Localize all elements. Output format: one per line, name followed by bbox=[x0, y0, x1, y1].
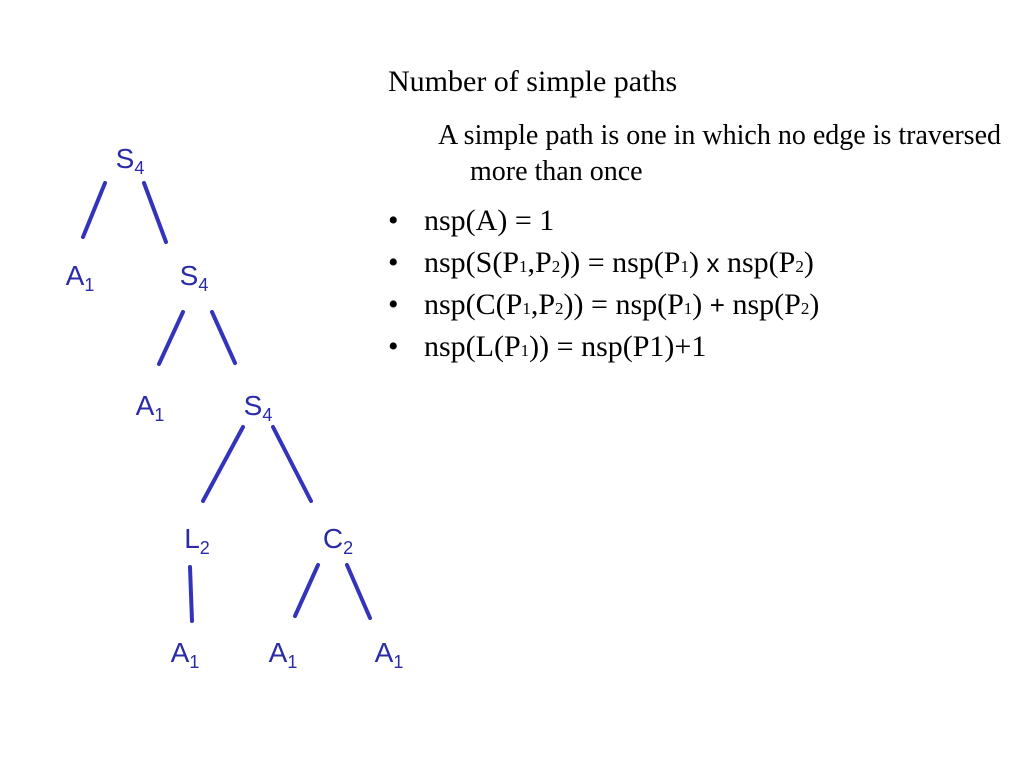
tree-node-n8: A1 bbox=[171, 637, 200, 672]
simple-path-definition: A simple path is one in which no edge is… bbox=[438, 120, 1001, 187]
formula-text: ,P bbox=[527, 246, 552, 279]
tree-edge-n5-n7 bbox=[271, 425, 313, 503]
tree-edge-n7-n10 bbox=[345, 563, 372, 620]
tree-edge-n5-n6 bbox=[201, 425, 245, 503]
node-subscript: 4 bbox=[198, 275, 208, 295]
formula-text: nsp(A) = 1 bbox=[424, 204, 555, 237]
node-subscript: 4 bbox=[262, 405, 272, 425]
formula-item: • nsp(L(P1)) = nsp(P1)+1 bbox=[388, 326, 1008, 368]
bullet-dot: • bbox=[388, 246, 399, 279]
subscript: 1 bbox=[522, 299, 531, 318]
node-subscript: 1 bbox=[84, 275, 94, 295]
tree-edge-n1-n2 bbox=[81, 181, 107, 239]
node-subscript: 2 bbox=[343, 538, 353, 558]
subscript: 1 bbox=[680, 257, 689, 276]
formula-item: • nsp(A) = 1 bbox=[388, 200, 1008, 242]
tree-edge-n1-n3 bbox=[142, 181, 168, 244]
tree-edge-n3-n4 bbox=[157, 310, 185, 366]
formula-text: ) bbox=[688, 246, 707, 279]
node-letter: A bbox=[269, 637, 288, 668]
plus-operator: + bbox=[709, 290, 725, 320]
tree-node-n2: A1 bbox=[66, 260, 95, 295]
tree-node-n3: S4 bbox=[180, 260, 209, 295]
node-letter: S bbox=[180, 260, 199, 291]
tree-edge-n6-n8 bbox=[188, 565, 194, 623]
node-letter: C bbox=[323, 523, 343, 554]
formula-text: ) bbox=[692, 288, 710, 321]
subscript: 2 bbox=[551, 257, 561, 276]
formula-text: nsp(P bbox=[724, 288, 801, 321]
tree-edge-n7-n9 bbox=[293, 563, 320, 618]
subscript: 1 bbox=[520, 341, 530, 360]
tree-node-n10: A1 bbox=[375, 637, 404, 672]
formula-text: )) = nsp(P bbox=[560, 246, 681, 279]
bullet-dot: • bbox=[388, 330, 399, 363]
slide-heading: Number of simple paths bbox=[388, 65, 678, 98]
node-letter: L bbox=[184, 523, 200, 554]
formula-item: • nsp(S(P1,P2)) = nsp(P1) x nsp(P2) bbox=[388, 242, 1008, 284]
formula-list: • nsp(A) = 1 • nsp(S(P1,P2)) = nsp(P1) x… bbox=[388, 200, 1008, 368]
node-letter: A bbox=[66, 260, 85, 291]
bullet-dot: • bbox=[388, 288, 399, 321]
formula-text: nsp(P bbox=[719, 246, 796, 279]
subscript: 2 bbox=[800, 299, 810, 318]
formula-text: )) = nsp(P1)+1 bbox=[529, 330, 707, 363]
formula-text: nsp(C(P bbox=[424, 288, 523, 321]
subscript: 2 bbox=[795, 257, 804, 276]
tree-edge-n3-n5 bbox=[210, 310, 237, 365]
formula-text: ) bbox=[809, 288, 820, 321]
subscript: 2 bbox=[555, 299, 564, 318]
node-letter: A bbox=[136, 390, 155, 421]
node-letter: A bbox=[375, 637, 394, 668]
formula-text: ) bbox=[803, 246, 814, 279]
formula-item: • nsp(C(P1,P2)) = nsp(P1) + nsp(P2) bbox=[388, 284, 1008, 326]
formula-text: ,P bbox=[530, 288, 556, 321]
text-panel: Number of simple paths A simple path is … bbox=[388, 62, 1008, 368]
node-subscript: 4 bbox=[134, 158, 144, 178]
node-letter: S bbox=[116, 143, 135, 174]
formula-text: nsp(L(P bbox=[424, 330, 521, 363]
node-subscript: 1 bbox=[154, 405, 164, 425]
node-letter: S bbox=[244, 390, 263, 421]
node-subscript: 1 bbox=[287, 652, 297, 672]
subscript: 1 bbox=[519, 257, 528, 276]
multiply-operator: x bbox=[706, 248, 720, 278]
tree-node-n9: A1 bbox=[269, 637, 298, 672]
tree-node-n4: A1 bbox=[136, 390, 165, 425]
node-subscript: 2 bbox=[200, 538, 210, 558]
node-subscript: 1 bbox=[189, 652, 199, 672]
tree-node-n7: C2 bbox=[323, 523, 353, 558]
node-letter: A bbox=[171, 637, 190, 668]
subscript: 1 bbox=[683, 299, 693, 318]
tree-node-n6: L2 bbox=[184, 523, 210, 558]
formula-text: )) = nsp(P bbox=[563, 288, 684, 321]
tree-node-n1: S4 bbox=[116, 143, 145, 178]
formula-text: nsp(S(P bbox=[424, 246, 520, 279]
bullet-dot: • bbox=[388, 204, 399, 237]
node-subscript: 1 bbox=[393, 652, 403, 672]
tree-node-n5: S4 bbox=[244, 390, 273, 425]
